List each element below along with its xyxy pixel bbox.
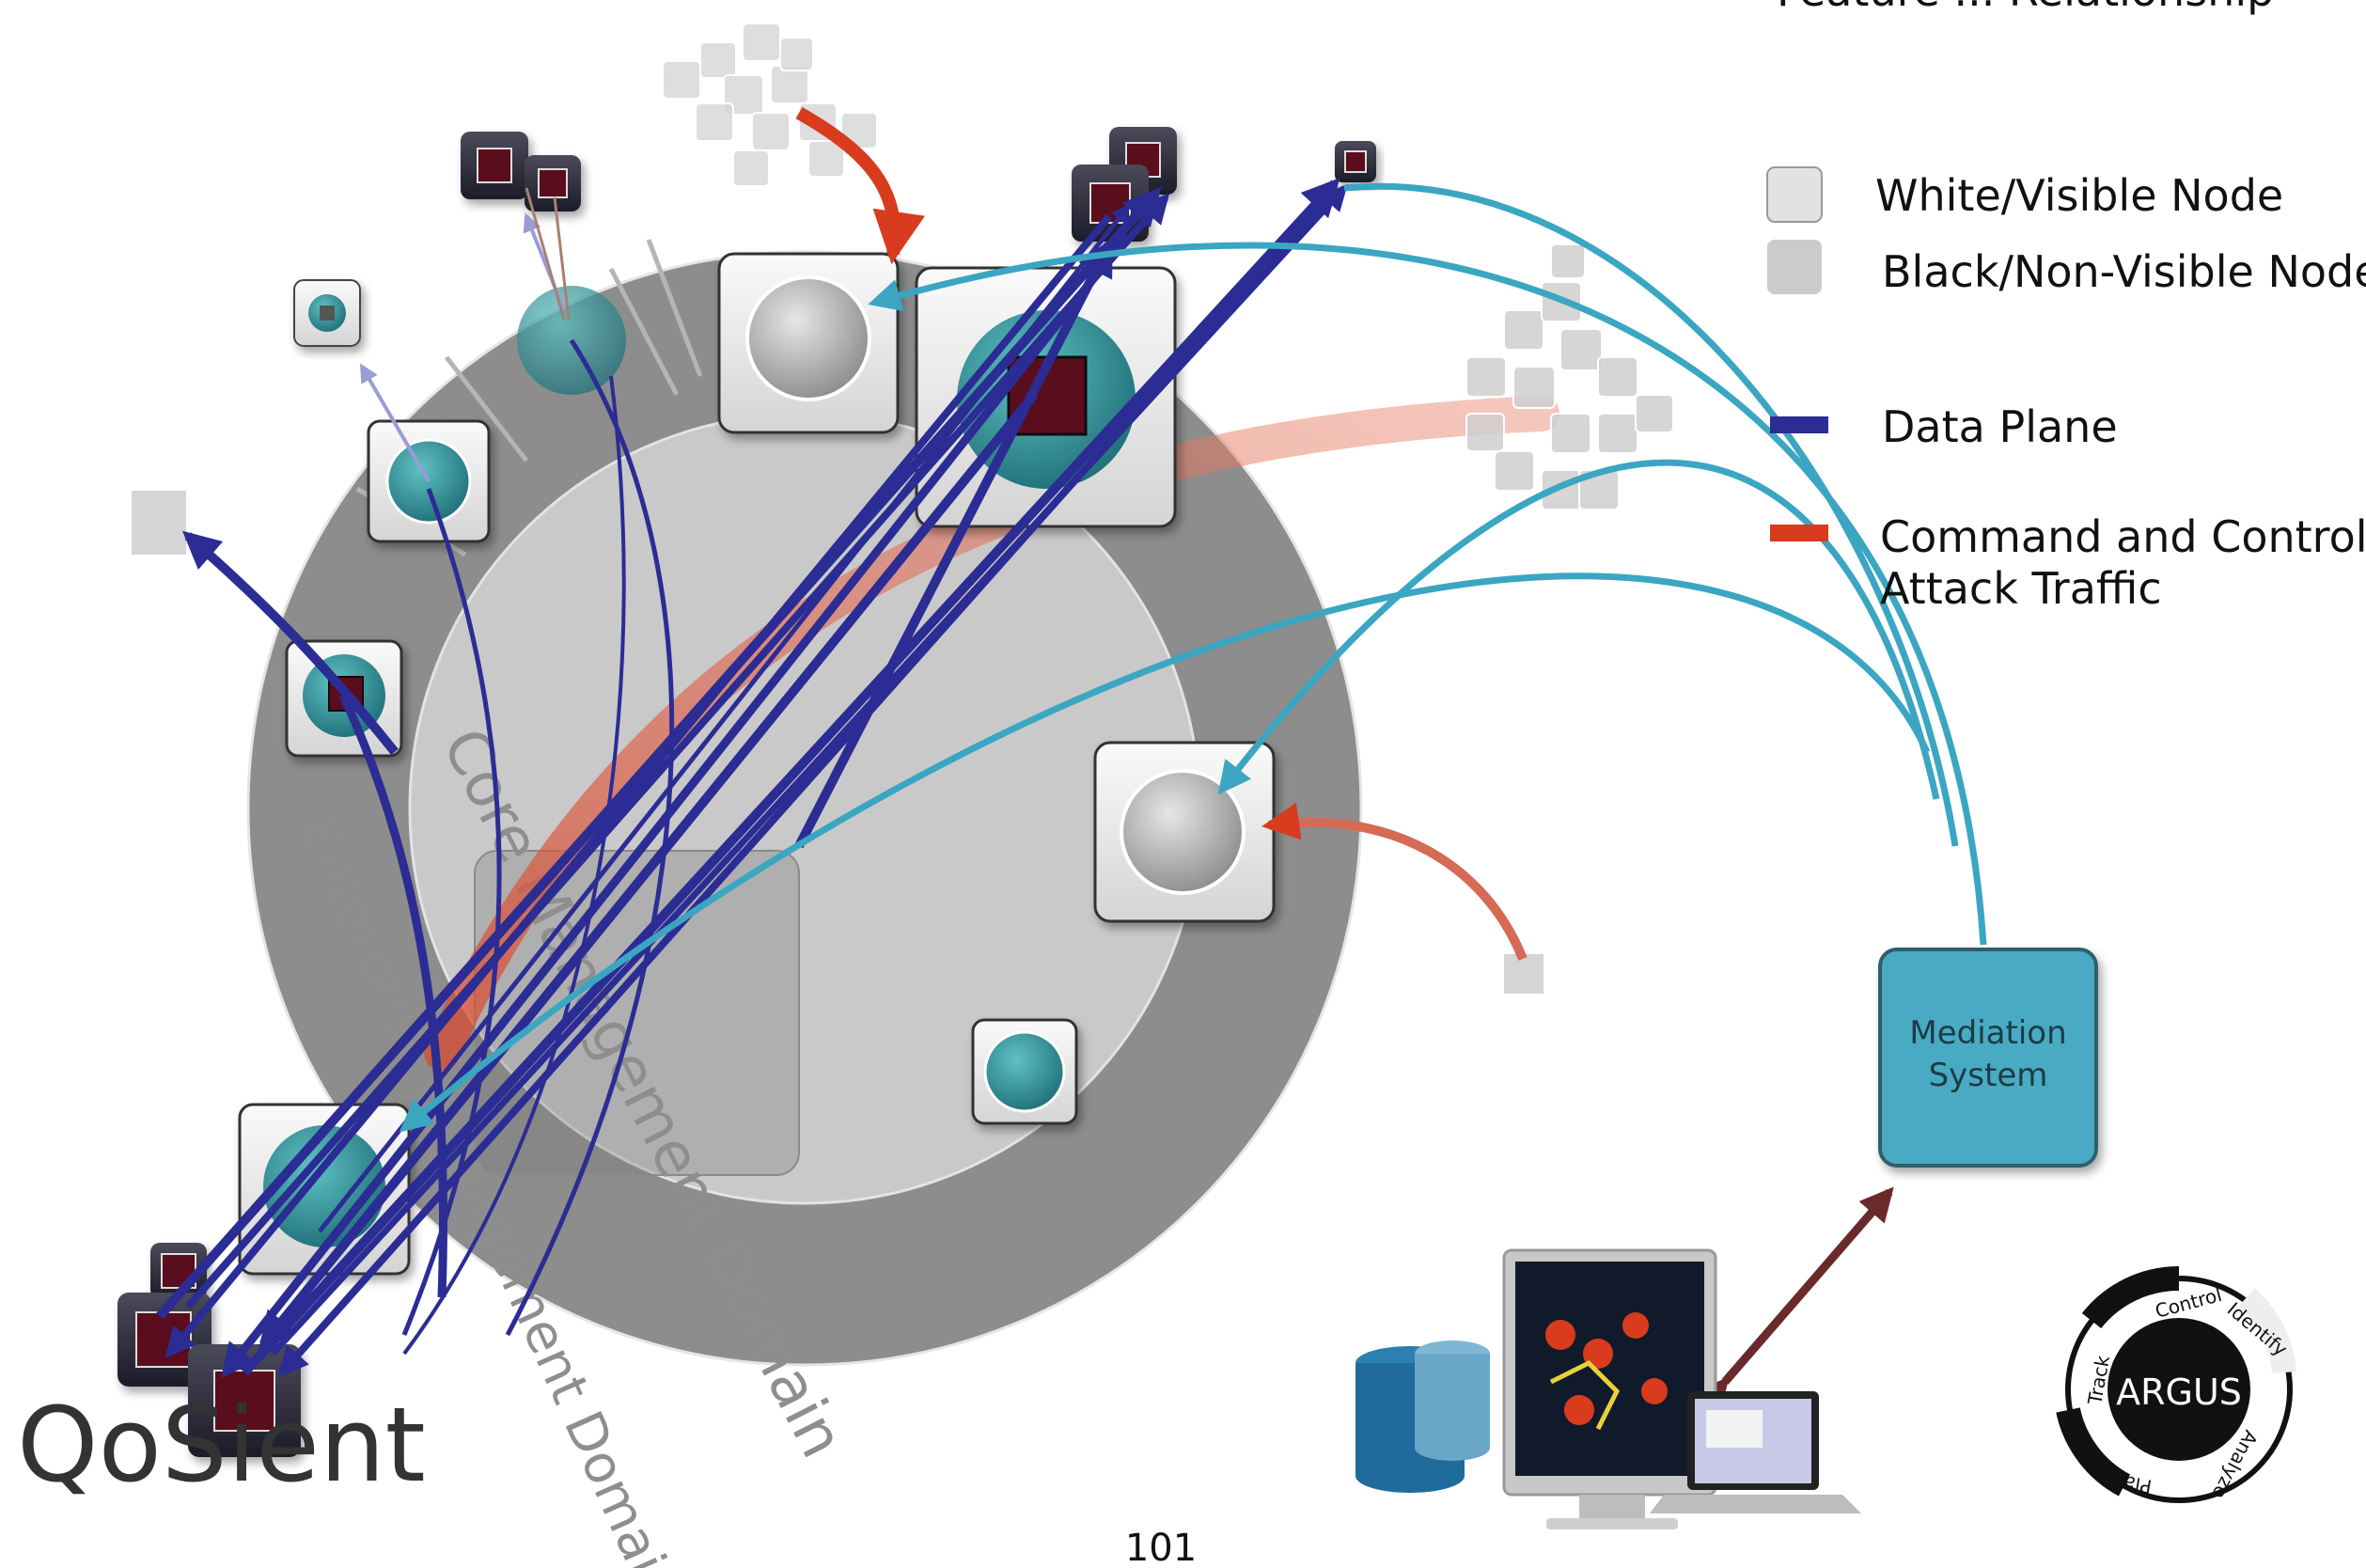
dark-node-top-left bbox=[461, 132, 581, 212]
lavender-arrow-1 bbox=[359, 363, 431, 483]
legend-black-node-label: Black/Non-Visible Node bbox=[1882, 246, 2366, 297]
legend-data-plane-label: Data Plane bbox=[1882, 401, 2118, 452]
external-node-cc-source bbox=[1504, 954, 1543, 994]
legend-cc-label-2: Attack Traffic bbox=[1880, 563, 2162, 614]
node-core-right bbox=[1093, 741, 1276, 923]
legend-cc-swatch bbox=[1770, 525, 1828, 541]
mediation-system: Mediation System bbox=[1878, 948, 2098, 1168]
dark-node-top-right bbox=[1335, 141, 1376, 182]
legend-data-plane-swatch bbox=[1770, 416, 1828, 433]
legend-top-partial: Feature ... Relationship bbox=[1777, 0, 2274, 16]
mediation-label-line2: System bbox=[1929, 1057, 2048, 1094]
cc-arrow-right bbox=[1261, 802, 1528, 961]
laptop-icon bbox=[1650, 1391, 1861, 1513]
node-core-bottom bbox=[971, 1018, 1078, 1125]
database-icon bbox=[1355, 1341, 1490, 1493]
desktop-monitor-icon bbox=[1502, 1248, 1717, 1529]
mediation-workstation-link bbox=[1694, 1186, 1894, 1414]
node-enterprise-bottom bbox=[238, 1103, 411, 1276]
external-node-gray bbox=[132, 491, 186, 555]
legend-cc-label-1: Command and Control bbox=[1880, 511, 2366, 562]
argus-label: ARGUS bbox=[2116, 1372, 2242, 1413]
cc-arrow-top bbox=[795, 106, 926, 265]
legend-white-node-swatch bbox=[1766, 166, 1823, 223]
data-plane-flows bbox=[156, 178, 1348, 1378]
node-core-top bbox=[717, 252, 900, 434]
mediation-flows bbox=[399, 182, 1987, 1133]
brown-lines bbox=[525, 187, 571, 321]
argus-cycle: ARGUS Control Identify Analyze Plan Trac… bbox=[2056, 1265, 2296, 1503]
mediation-label-line1: Mediation bbox=[1909, 1014, 2066, 1052]
qosient-logo: QoSient bbox=[17, 1385, 426, 1505]
ghost-cluster-top bbox=[662, 23, 878, 187]
legend-white-node-label: White/Visible Node bbox=[1875, 170, 2283, 221]
external-node-small bbox=[293, 279, 361, 347]
legend-black-node-swatch bbox=[1767, 240, 1822, 294]
page-number: 101 bbox=[1125, 1527, 1197, 1568]
dark-node-cluster-bottom-left bbox=[118, 1243, 301, 1457]
